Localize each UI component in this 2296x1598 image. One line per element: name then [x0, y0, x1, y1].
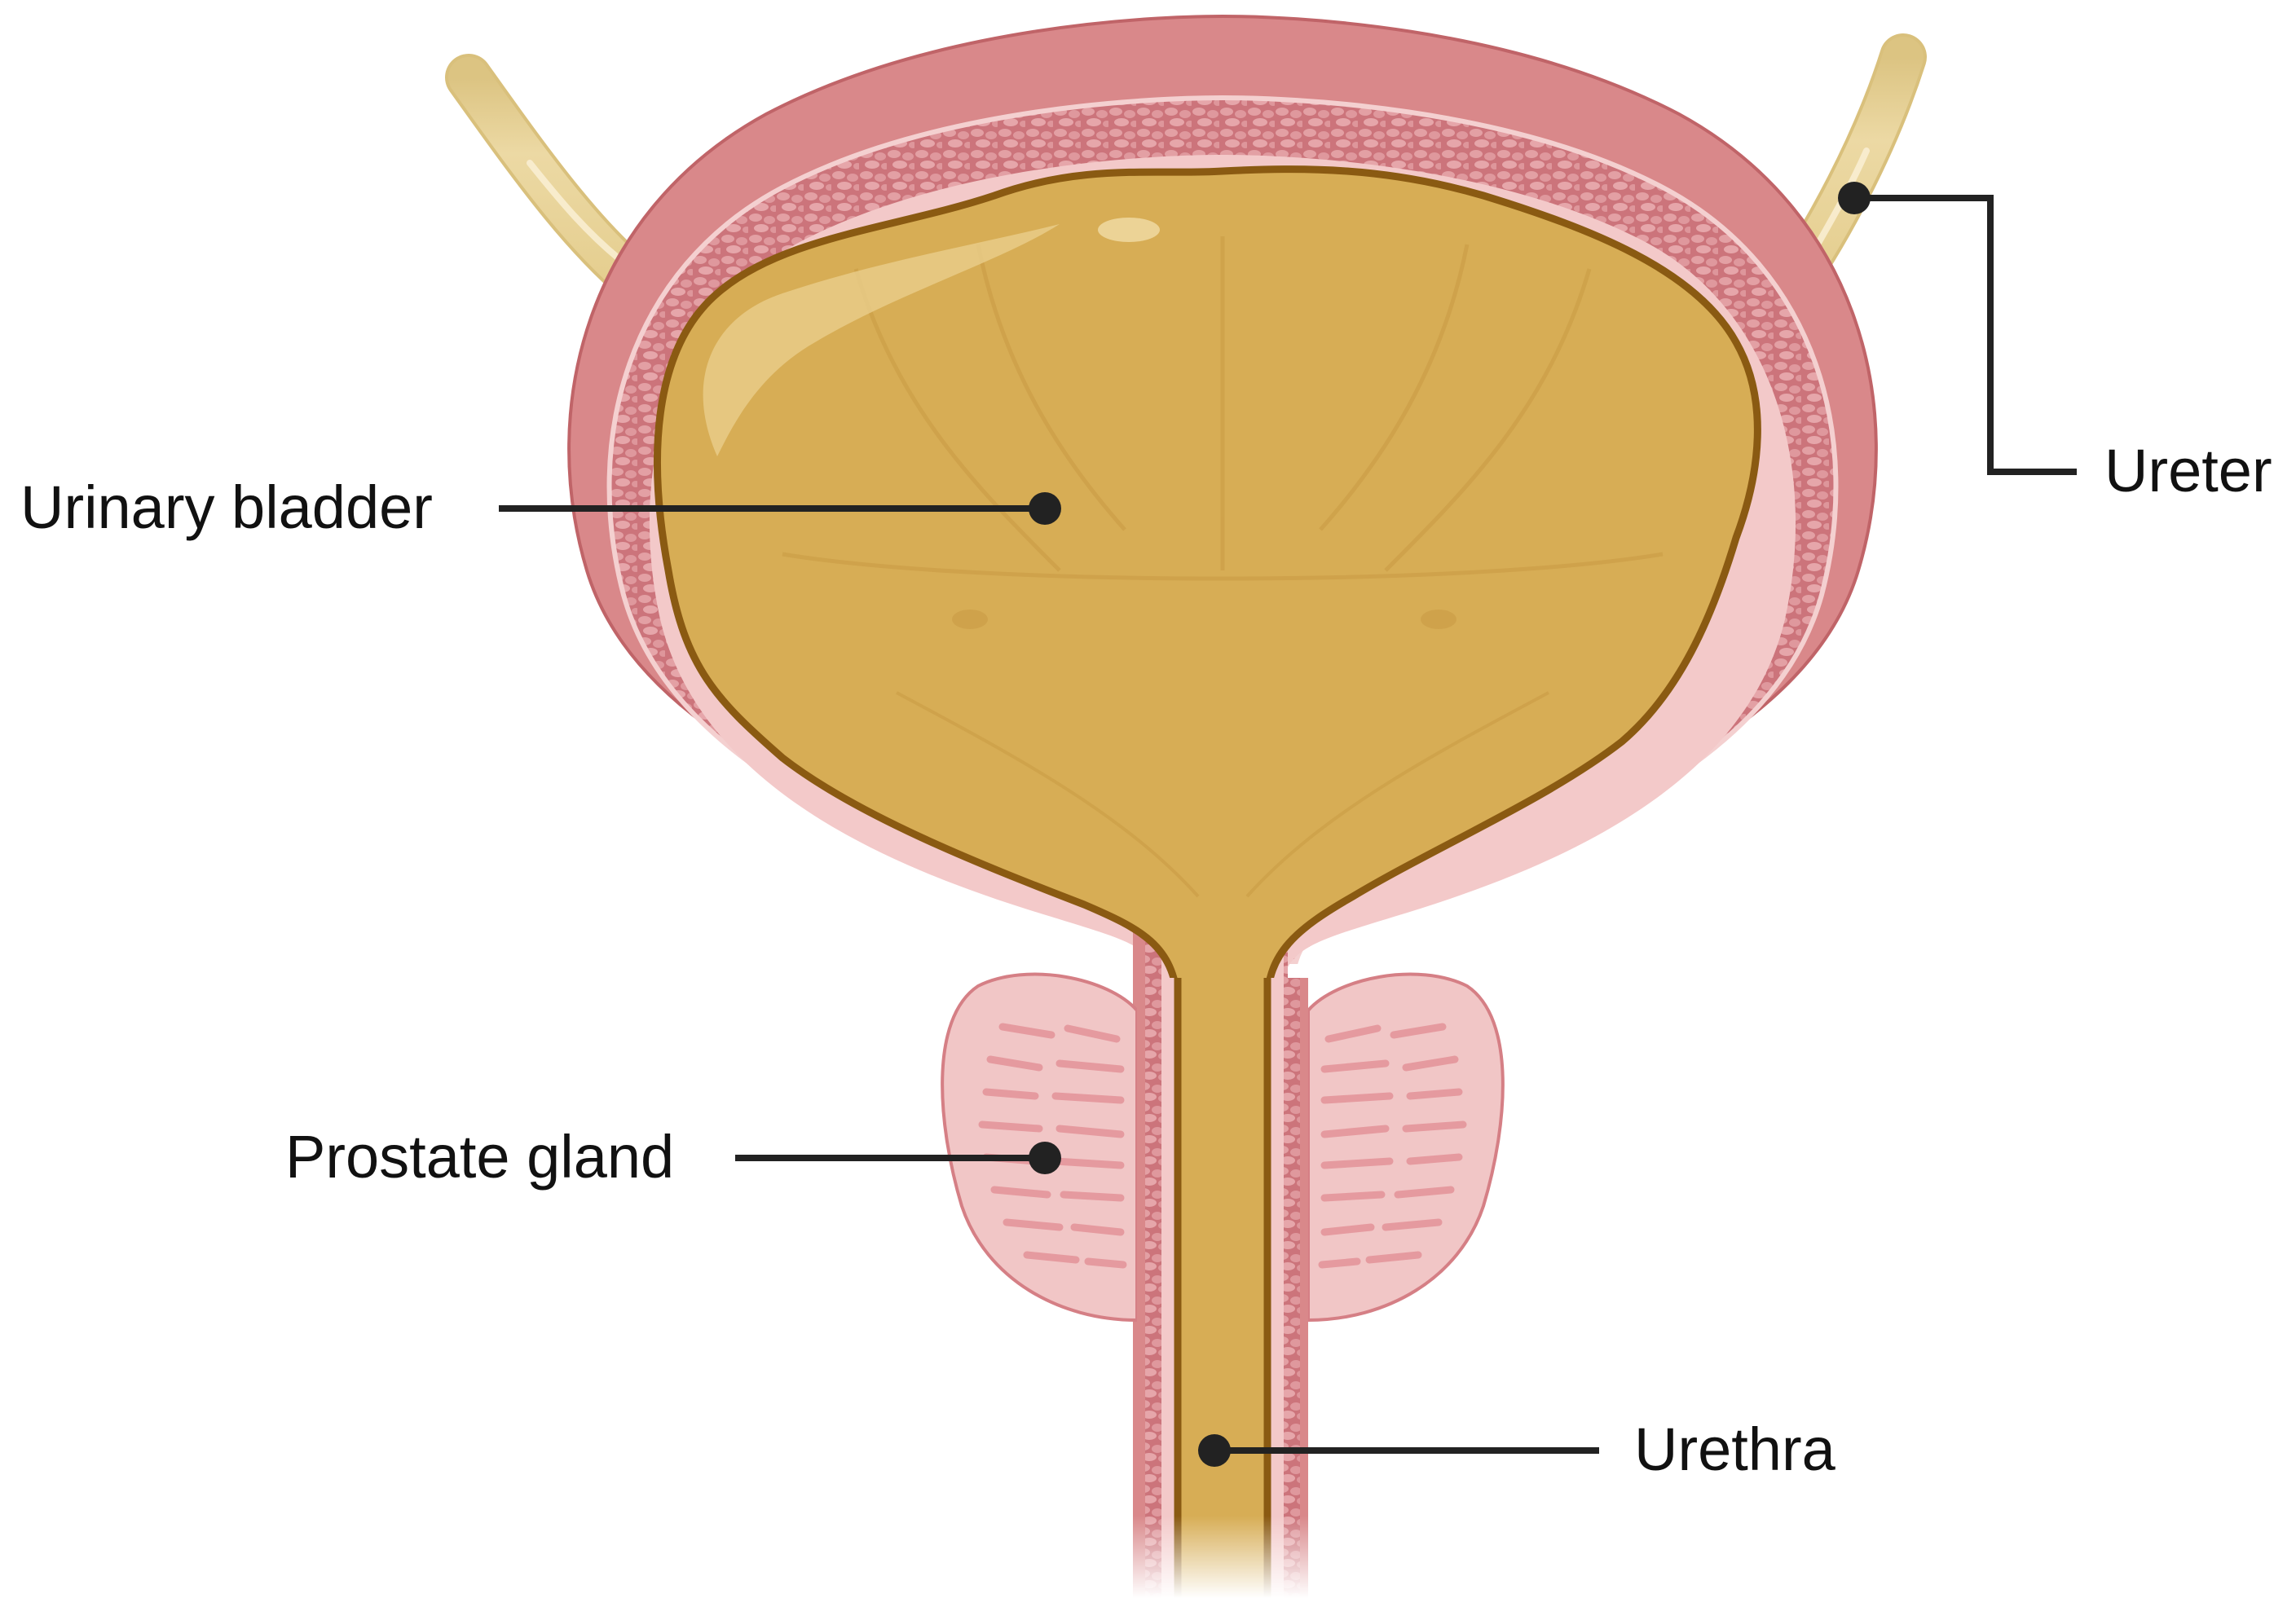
lumen-folds: [782, 236, 1664, 898]
leader-ureter: [1838, 182, 2077, 475]
urethra-through-prostate: [1137, 978, 1308, 1598]
prostate-right-lobe: [1307, 972, 1505, 1323]
lumen-highlight: [703, 224, 1060, 456]
label-urethra: Urethra: [1634, 1415, 1836, 1483]
label-urinary-bladder: Urinary bladder: [20, 473, 433, 541]
bladder-lumen: [654, 165, 1761, 1598]
label-ureter: Ureter: [2104, 437, 2272, 504]
urethra-fade: [1125, 1516, 1320, 1598]
label-prostate-gland: Prostate gland: [285, 1123, 674, 1191]
lumen-gloss: [1098, 218, 1160, 242]
leader-prostate-gland: [735, 1142, 1061, 1174]
leader-urethra: [1198, 1434, 1599, 1467]
leader-urinary-bladder: [499, 492, 1061, 525]
